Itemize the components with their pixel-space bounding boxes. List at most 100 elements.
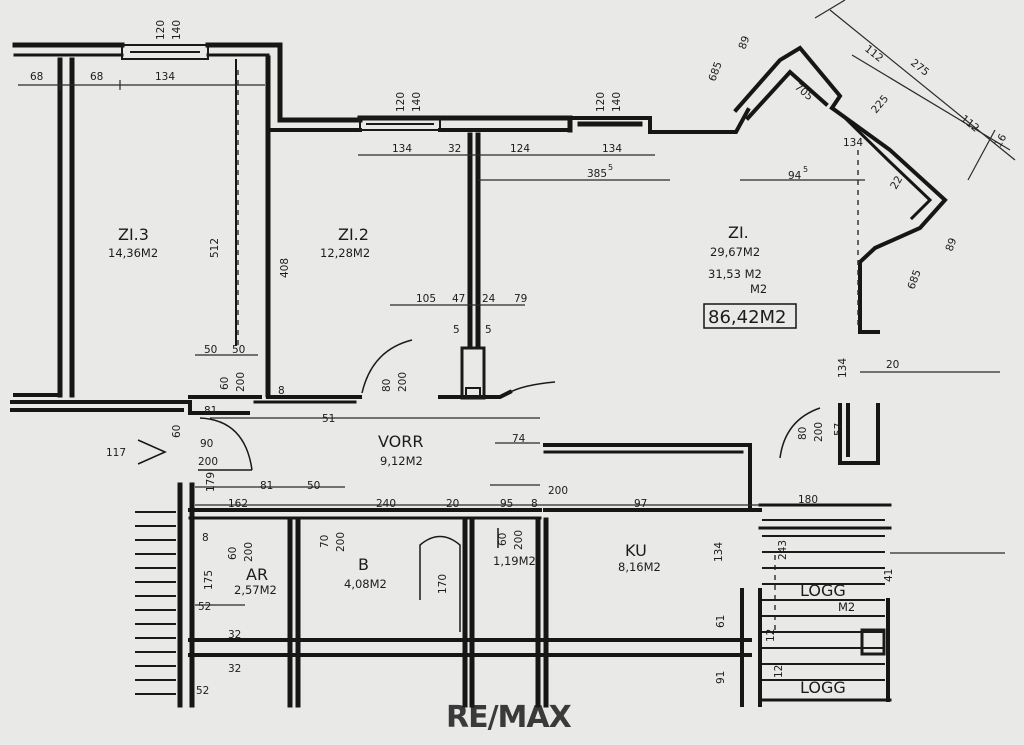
dim-d20: 20 [886,359,899,371]
dim-d200e: 200 [548,485,568,497]
dim-d74: 74 [512,433,526,445]
dim-t140a: 140 [171,20,183,40]
dim-d170: 170 [437,574,449,594]
dim-d12a: 12 [765,629,777,642]
dim-t140b: 140 [411,92,423,112]
dim-d68a: 68 [30,71,43,83]
dim-d124: 124 [510,143,530,155]
dim-d134e: 134 [843,137,863,149]
dim-d52b: 52 [196,685,209,697]
dim-d24: 24 [482,293,496,305]
dim-d50a: 50 [204,344,217,356]
dim-t120c: 120 [595,92,607,112]
dim-d32a: 32 [448,143,461,155]
dim-d175: 175 [203,570,215,590]
dim-d200a: 200 [235,372,247,392]
dim-d408: 408 [279,258,291,278]
dim-d68b: 68 [90,71,103,83]
dim-d225: 225 [869,93,891,116]
dim-d79: 79 [514,293,527,305]
dim-d134c: 134 [602,143,622,155]
dim-d97: 97 [634,498,647,510]
dim-d32b: 32 [228,629,241,641]
dim-d16: 16 [992,132,1009,150]
dim-d60c: 60 [227,547,239,560]
dim-d134b: 134 [392,143,412,155]
room-area-zi1-c: M2 [750,282,767,296]
dim-d112a: 112 [862,43,885,65]
dim-d60d: 60 [497,533,509,546]
room-area-ku: 8,16M2 [618,560,661,574]
room-name-ar: AR [246,565,268,584]
room-area-vorr: 9,12M2 [380,454,423,468]
dim-d91: 91 [715,671,727,684]
dim-d200c: 200 [813,422,825,442]
dim-t120a: 120 [155,20,167,40]
dim-d240: 240 [376,498,396,510]
room-name-b: B [358,555,369,574]
room-name-logg-2: LOGG [800,678,846,697]
room-area-zi2: 12,28M2 [320,246,370,260]
dim-d200g: 200 [335,532,347,552]
dim-d8b: 8 [531,498,538,510]
room-area-logg: M2 [838,600,855,614]
room-area-zi1: 29,67M2 [710,245,760,259]
dim-d945: 94 [788,170,802,182]
dim-d22: 22 [888,174,905,192]
dim-d81a: 81 [204,405,217,417]
dim-d47: 47 [452,293,465,305]
dim-d89a: 89 [737,34,753,51]
room-area-zi1-b: 31,53 M2 [708,267,762,281]
dim-d200d: 200 [198,456,218,468]
dim-d12b: 12 [773,665,785,678]
dim-d243: 243 [777,540,789,560]
dimension-lines [18,0,1016,630]
walls [10,42,948,708]
dim-d52a: 52 [198,601,211,613]
entrance-arrow-icon [137,439,167,465]
brand-watermark: RE/MAX [446,700,572,735]
room-area-ar: 2,57M2 [234,583,277,597]
dim-d117: 117 [106,447,126,459]
dim-d50c: 50 [307,480,320,492]
dim-d81b: 81 [260,480,273,492]
dim-d685b: 685 [906,268,924,291]
dim-d179: 179 [205,472,217,492]
stair-hatching [135,511,885,695]
dim-d60a: 60 [219,377,231,390]
dim-d200b: 200 [397,372,409,392]
dim-d61: 61 [715,615,727,628]
room-name-zi2: ZI.2 [338,225,369,244]
dim-d8c: 8 [202,532,209,544]
dimension-numbers: 120 140 120 140 120 140 68 68 134 134 32… [30,20,1009,697]
dim-d705: 705 [792,81,815,103]
dim-d180: 180 [798,494,818,506]
dim-d90: 90 [200,438,213,450]
dim-d134d: 134 [837,358,849,378]
room-area-b: 4,08M2 [344,577,387,591]
dim-d134f: 134 [713,542,725,562]
dim-d89b: 89 [944,236,960,253]
room-name-zi1: ZI. [728,223,749,242]
room-name-ku: KU [625,541,647,560]
dim-d5b: 5 [485,324,492,336]
dim-t140c: 140 [611,92,623,112]
dim-d51: 51 [322,413,335,425]
dim-d32c: 32 [228,663,241,675]
dim-d200f: 200 [243,542,255,562]
dim-d8a: 8 [278,385,285,397]
dim-d105: 105 [416,293,436,305]
room-labels: ZI.3 14,36M2 ZI.2 12,28M2 ZI. 29,67M2 31… [108,223,855,697]
dim-d3855: 385 [587,168,607,180]
room-name-vorr: VORR [378,432,424,451]
room-name-logg: LOGG [800,581,846,600]
dim-d60b: 60 [171,425,183,438]
dim-d80b: 80 [797,427,809,440]
dim-sup5a: 5 [608,163,613,172]
dim-d70: 70 [319,535,331,548]
dim-sup5b: 5 [803,165,808,174]
dim-d200h: 200 [513,530,525,550]
dim-d162: 162 [228,498,248,510]
dim-d134a: 134 [155,71,175,83]
